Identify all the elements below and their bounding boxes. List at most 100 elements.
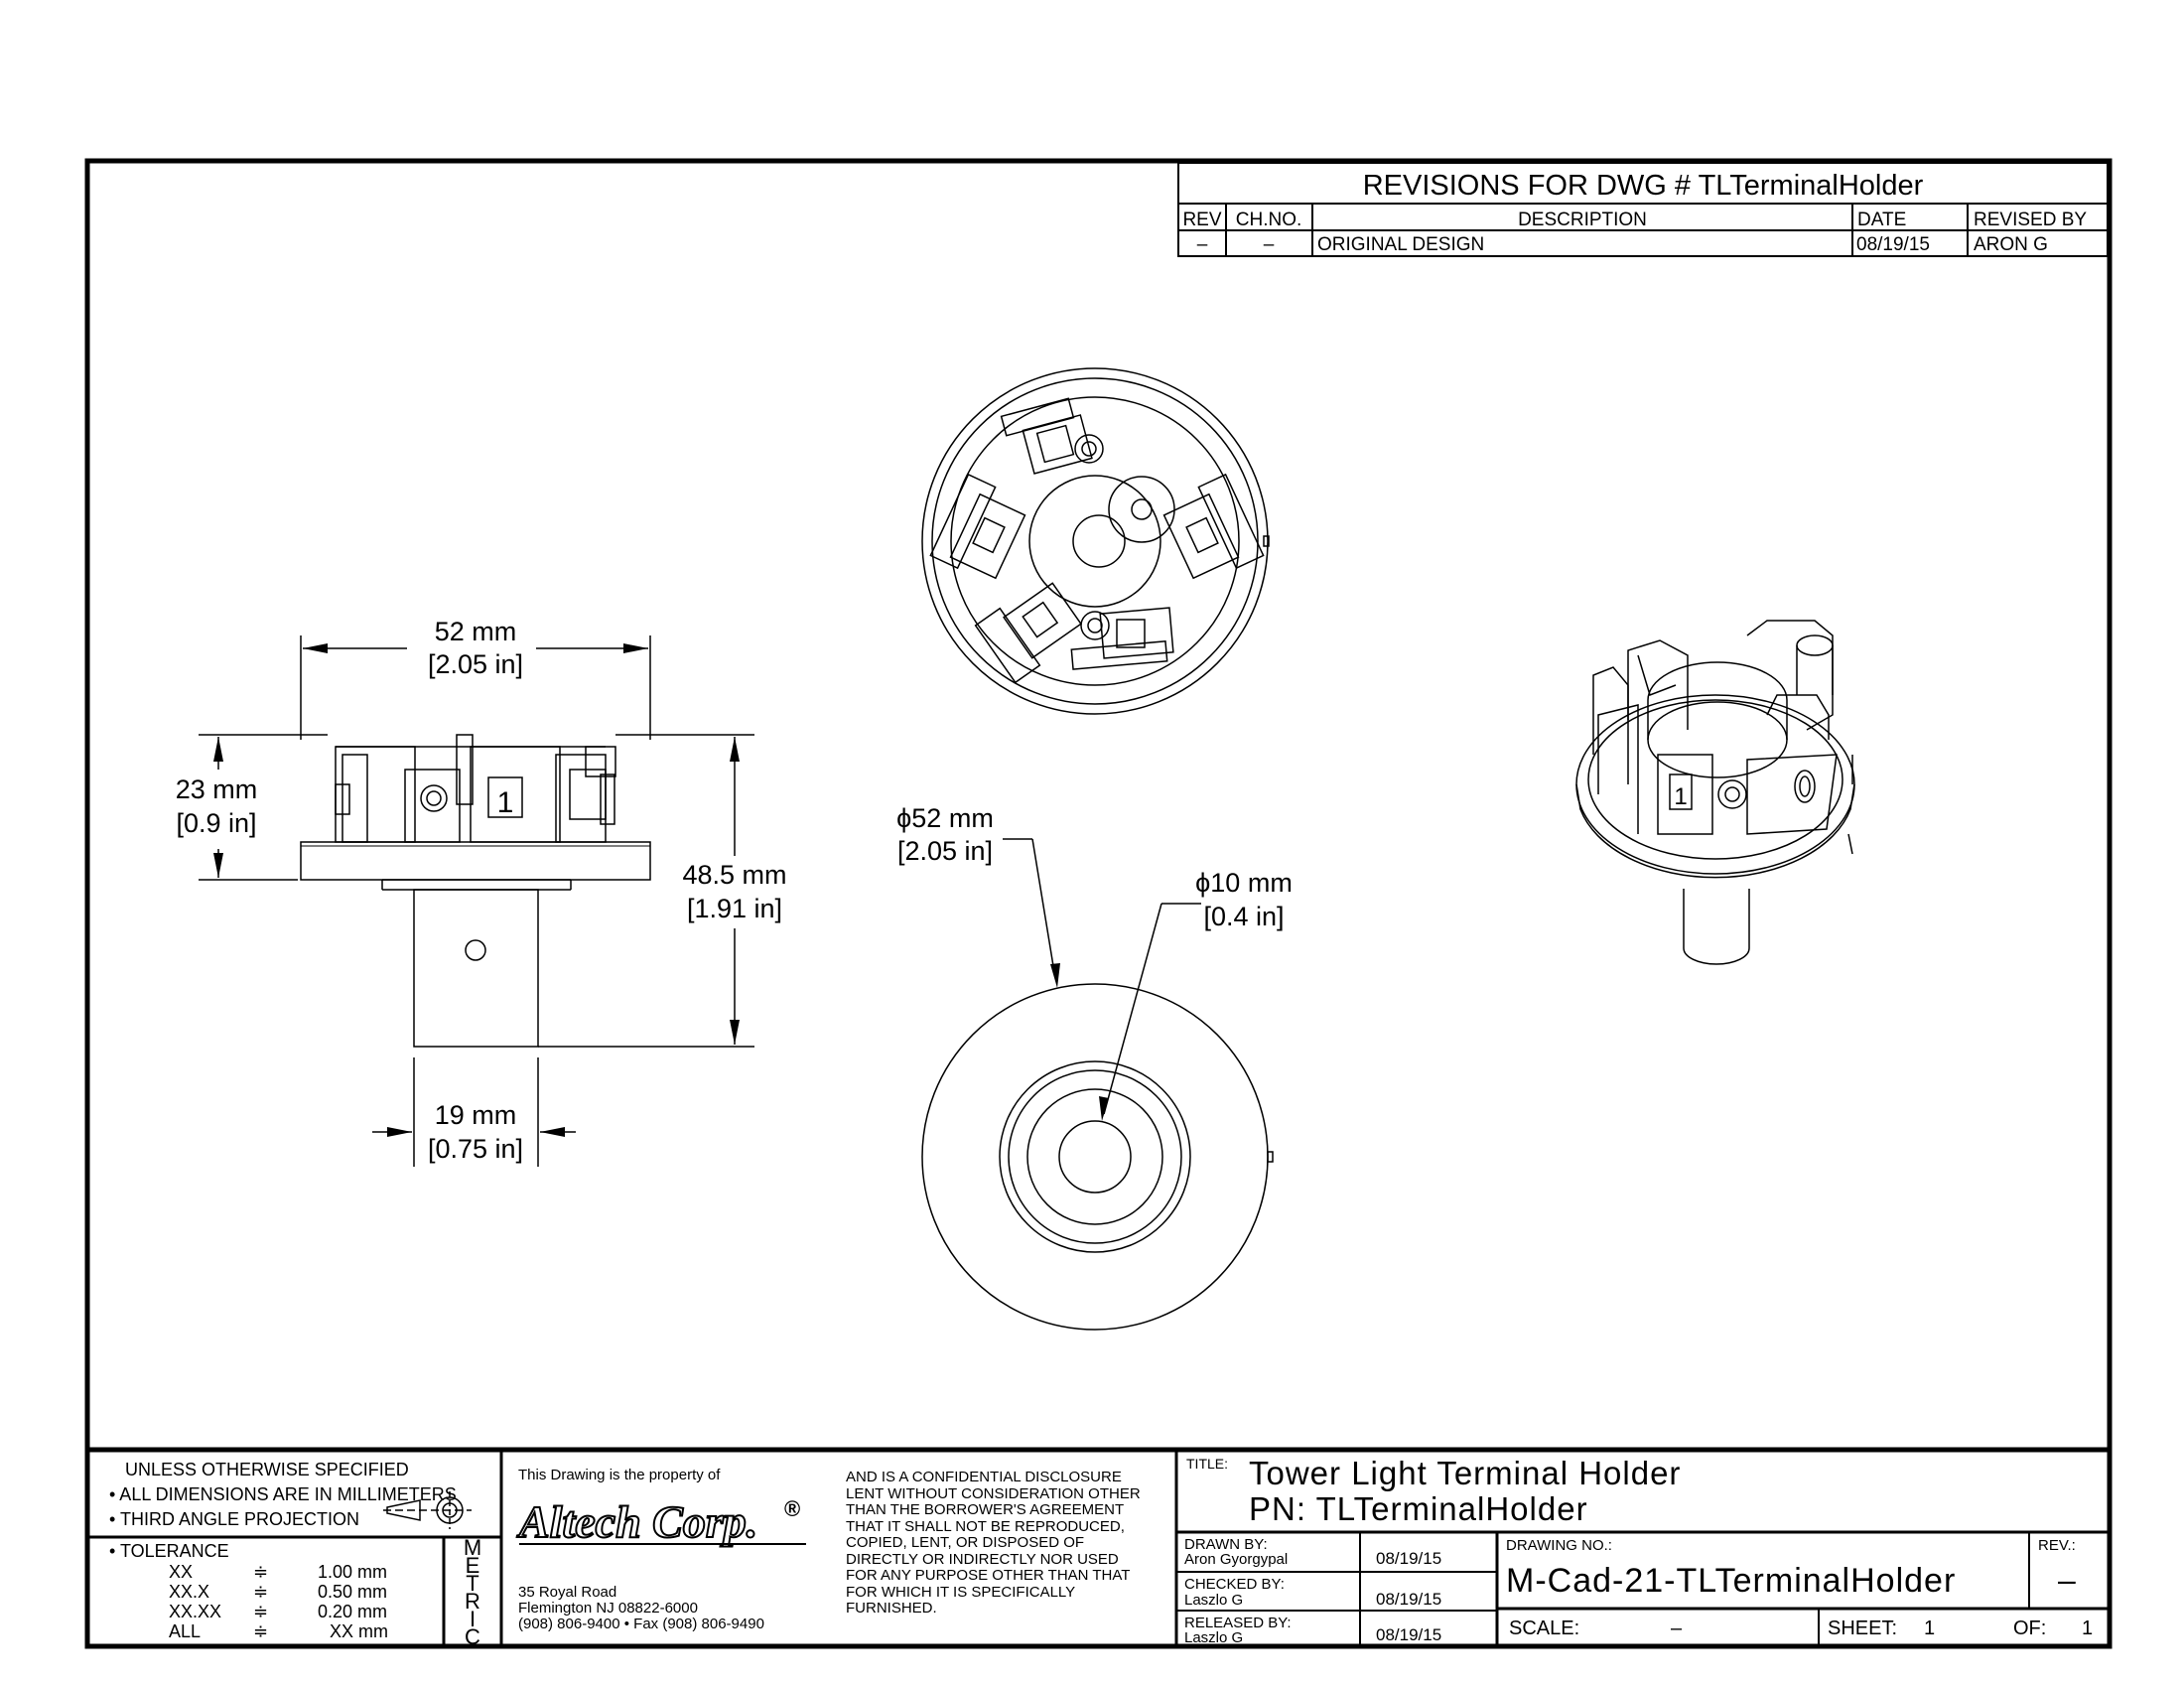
top-view xyxy=(921,367,1270,715)
checked-by-name: Laszlo G xyxy=(1184,1592,1244,1609)
title-block-frame xyxy=(87,1447,2110,1646)
svg-text:1: 1 xyxy=(497,786,514,819)
date-header: DATE xyxy=(1857,210,1906,230)
part-number: PN: TLTerminalHolder xyxy=(1249,1490,1588,1527)
svg-text:®: ® xyxy=(784,1496,800,1521)
svg-text:1: 1 xyxy=(1674,783,1687,810)
altech-logo: Altech Corp. ® xyxy=(515,1495,806,1548)
tolerance-symbol: ≑ xyxy=(253,1582,269,1602)
tolerance-value: 0.50 mm xyxy=(318,1582,388,1602)
third-angle-projection-icon xyxy=(383,1491,472,1529)
dim-total-height-in: [1.91 in] xyxy=(687,894,782,923)
dim-diameter-outer-in: [2.05 in] xyxy=(897,836,993,866)
side-view: 1 xyxy=(300,734,651,1048)
company-address1: 35 Royal Road xyxy=(518,1584,617,1601)
sheet-border xyxy=(84,158,2113,1649)
dim-base-height-in: [0.9 in] xyxy=(176,808,256,838)
dim-base-height xyxy=(199,734,328,881)
released-by-label: RELEASED BY: xyxy=(1184,1615,1292,1631)
revisions-table xyxy=(1177,162,2109,257)
dim-diameter-inner-in: [0.4 in] xyxy=(1203,902,1284,931)
tolerance-value: XX mm xyxy=(330,1621,389,1641)
metric-label: M E T R I C xyxy=(460,1535,485,1649)
drawing-number: M-Cad-21-TLTerminalHolder xyxy=(1506,1562,1957,1600)
isometric-view: 1 xyxy=(1575,620,1855,965)
scale-value: – xyxy=(1671,1618,1683,1639)
dim-shaft-in: [0.75 in] xyxy=(428,1134,523,1164)
tolerance-key: XX xyxy=(169,1562,194,1582)
dim-shaft-mm: 19 mm xyxy=(435,1100,517,1130)
tolerance-symbol: ≑ xyxy=(253,1602,269,1621)
metric-letter: T xyxy=(466,1571,479,1596)
date-cell: 08/19/15 xyxy=(1856,234,1930,255)
confidential-line: COPIED, LENT, OR DISPOSED OF xyxy=(846,1534,1085,1551)
tolerance-key: XX.XX xyxy=(169,1602,222,1621)
confidential-line: DIRECTLY OR INDIRECTLY NOR USED xyxy=(846,1550,1119,1568)
confidential-line: FURNISHED. xyxy=(846,1600,937,1617)
rev-value: – xyxy=(2058,1562,2076,1598)
sheet-label: SHEET: xyxy=(1828,1618,1898,1639)
dim-diameter-inner xyxy=(1099,903,1201,1121)
tolerance-row: ALL ≑ XX mm xyxy=(149,1622,417,1642)
tolerance-key: XX.X xyxy=(169,1582,210,1602)
tolerance-symbol: ≑ xyxy=(253,1562,269,1582)
dim-width-mm: 52 mm xyxy=(435,617,517,646)
drawing-title: Tower Light Terminal Holder xyxy=(1249,1455,1682,1491)
confidential-line: LENT WITHOUT CONSIDERATION OTHER xyxy=(846,1484,1141,1502)
released-by-name: Laszlo G xyxy=(1184,1629,1244,1646)
dim-width-in: [2.05 in] xyxy=(428,649,523,679)
tolerance-row: XX ≑ 1.00 mm xyxy=(149,1563,417,1583)
confidential-line: THAT IT SHALL NOT BE REPRODUCED, xyxy=(846,1517,1125,1535)
dim-base-height-mm: 23 mm xyxy=(176,774,258,804)
revisions-title: REVISIONS FOR DWG # TLTerminalHolder xyxy=(1363,170,1924,202)
dim-diameter-outer-mm: ϕ52 mm xyxy=(896,803,994,833)
bottom-view xyxy=(921,983,1274,1331)
drawing-no-label: DRAWING NO.: xyxy=(1506,1537,1612,1554)
chno-cell: – xyxy=(1264,234,1275,255)
sheet-value: 1 xyxy=(1924,1618,1936,1639)
notes-line3: • THIRD ANGLE PROJECTION xyxy=(109,1509,360,1529)
rev-header: REV xyxy=(1182,210,1221,230)
tolerance-value: 1.00 mm xyxy=(318,1562,388,1582)
of-label: OF: xyxy=(2013,1618,2047,1639)
dim-diameter-inner-mm: ϕ10 mm xyxy=(1195,868,1293,898)
metric-letter: M xyxy=(463,1535,482,1560)
dim-total-height xyxy=(538,734,754,1048)
confidential-line: THAN THE BORROWER'S AGREEMENT xyxy=(846,1501,1125,1518)
drawn-by-date: 08/19/15 xyxy=(1376,1549,1442,1568)
tolerance-value: 0.20 mm xyxy=(318,1602,388,1621)
metric-letter: C xyxy=(465,1624,480,1649)
confidential-line: FOR ANY PURPOSE OTHER THAN THAT xyxy=(846,1567,1131,1584)
title-label: TITLE: xyxy=(1186,1456,1229,1472)
confidential-line: FOR WHICH IT IS SPECIFICALLY xyxy=(846,1583,1076,1601)
revised-by-cell: ARON G xyxy=(1974,234,2048,255)
property-note: This Drawing is the property of xyxy=(518,1467,721,1483)
description-cell: ORIGINAL DESIGN xyxy=(1317,234,1484,255)
checked-by-label: CHECKED BY: xyxy=(1184,1576,1285,1593)
tolerance-title: • TOLERANCE xyxy=(109,1541,229,1561)
of-value: 1 xyxy=(2082,1618,2094,1639)
tolerance-symbol: ≑ xyxy=(253,1621,269,1641)
description-header: DESCRIPTION xyxy=(1518,210,1647,230)
tolerance-row: XX.X ≑ 0.50 mm xyxy=(149,1583,417,1603)
notes-line1: UNLESS OTHERWISE SPECIFIED xyxy=(125,1460,409,1479)
metric-letter: I xyxy=(469,1607,477,1631)
revised-by-header: REVISED BY xyxy=(1974,210,2087,230)
rev-label: REV.: xyxy=(2038,1537,2076,1554)
rev-cell: – xyxy=(1197,234,1208,255)
confidential-notice: AND IS A CONFIDENTIAL DISCLOSURE LENT WI… xyxy=(846,1469,1141,1618)
tolerance-key: ALL xyxy=(169,1621,202,1641)
dim-diameter-outer xyxy=(1003,838,1060,988)
metric-letter: R xyxy=(465,1589,480,1614)
company-phone: (908) 806-9400 • Fax (908) 806-9490 xyxy=(518,1616,764,1632)
checked-by-date: 08/19/15 xyxy=(1376,1590,1442,1609)
svg-text:Altech Corp.: Altech Corp. xyxy=(516,1496,757,1547)
confidential-line: AND IS A CONFIDENTIAL DISCLOSURE xyxy=(846,1469,1122,1485)
drawn-by-label: DRAWN BY: xyxy=(1184,1536,1268,1553)
chno-header: CH.NO. xyxy=(1236,210,1302,230)
released-by-date: 08/19/15 xyxy=(1376,1625,1442,1644)
drawn-by-name: Aron Gyorgypal xyxy=(1184,1551,1289,1568)
metric-letter: E xyxy=(465,1553,480,1578)
scale-label: SCALE: xyxy=(1509,1618,1580,1639)
